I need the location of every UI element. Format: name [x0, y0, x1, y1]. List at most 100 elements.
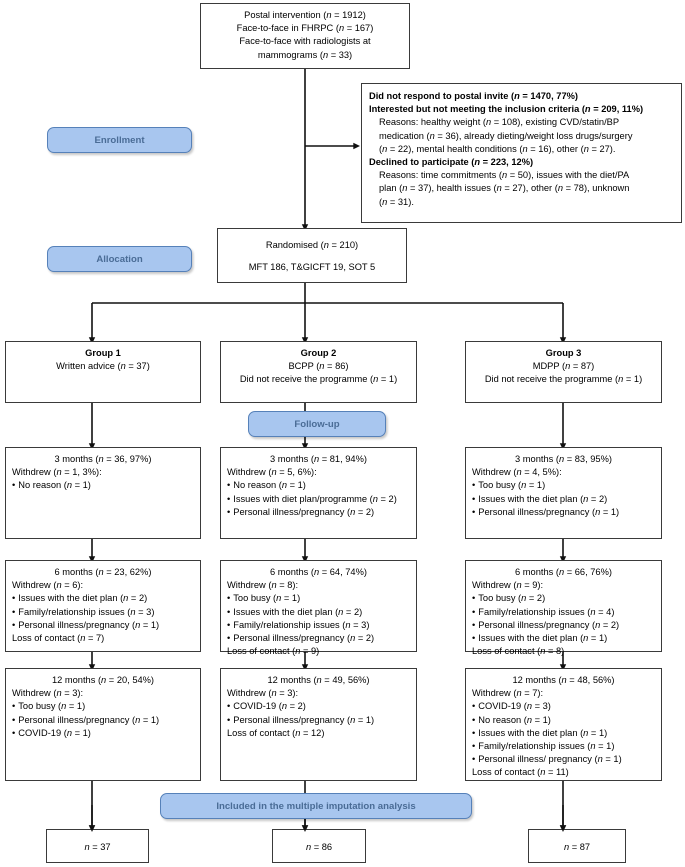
group-1-6-months-box: 6 months (n = 23, 62%) Withdrew (n = 6):…: [5, 560, 201, 652]
group-3-line-1: MDPP (n = 87): [532, 361, 595, 372]
exclusion-line-1: Did not respond to postal invite (n = 14…: [369, 91, 578, 101]
group-1-box: Group 1 Written advice (n = 37): [5, 341, 201, 403]
withdraw-reason: COVID-19 (n = 3): [472, 700, 655, 713]
recruitment-box: Postal intervention (n = 1912) Face-to-f…: [200, 3, 410, 69]
withdrew-header: Withdrew (n = 3):: [12, 688, 84, 699]
withdraw-reason: Issues with the diet plan (n = 2): [227, 606, 410, 619]
timepoint-header: 3 months (n = 36, 97%): [54, 454, 152, 464]
stage-banner-allocation-label: Allocation: [96, 253, 143, 265]
timepoint-header: 12 months (n = 49, 56%): [267, 675, 370, 685]
timepoint-header: 3 months (n = 83, 95%): [515, 454, 612, 464]
withdraw-reason: Personal illness/pregnancy (n = 2): [227, 632, 410, 645]
recruitment-line-4: mammograms (n = 33): [257, 49, 353, 60]
randomised-line-1: Randomised (n = 210): [265, 240, 359, 250]
withdraw-reason: Issues with the diet plan (n = 1): [472, 727, 655, 740]
group-1-line-1: Written advice (n = 37): [56, 361, 150, 372]
withdraw-reason: Personal illness/pregnancy (n = 2): [227, 506, 410, 519]
group-2-title: Group 2: [300, 348, 337, 358]
timepoint-header: 12 months (n = 20, 54%): [51, 675, 155, 685]
withdrew-header: Withdrew (n = 8):: [227, 580, 299, 591]
loss-of-contact: Loss of contact (n = 8): [472, 646, 565, 657]
exclusion-line-4: medication (n = 36), already dieting/wei…: [379, 130, 633, 141]
withdraw-reason: COVID-19 (n = 2): [227, 700, 410, 713]
timepoint-header: 3 months (n = 81, 94%): [270, 454, 367, 464]
withdraw-reason: Personal illness/pregnancy (n = 1): [227, 714, 410, 727]
withdraw-reason: No reason (n = 1): [12, 479, 194, 492]
withdraw-reason: Personal illness/pregnancy (n = 1): [472, 506, 655, 519]
withdrew-header: Withdrew (n = 6):: [12, 580, 84, 591]
stage-banner-enrollment-label: Enrollment: [94, 134, 145, 146]
group-2-3-months-box: 3 months (n = 81, 94%) Withdrew (n = 5, …: [220, 447, 417, 539]
withdraw-reason: Personal illness/pregnancy (n = 1): [12, 619, 194, 632]
exclusion-line-6: Declined to participate (n = 223, 12%): [369, 156, 534, 167]
withdraw-reason: Issues with the diet plan (n = 2): [472, 493, 655, 506]
final-count: n = 87: [563, 842, 591, 852]
group-2-line-2: Did not receive the programme (n = 1): [239, 374, 398, 385]
withdraw-reason: Too busy (n = 2): [472, 592, 655, 605]
withdraw-reason: Issues with the diet plan (n = 2): [12, 592, 194, 605]
timepoint-header: 6 months (n = 66, 76%): [515, 567, 612, 577]
loss-of-contact: Loss of contact (n = 7): [12, 632, 105, 643]
final-count: n = 86: [305, 842, 333, 852]
final-count: n = 37: [84, 842, 111, 852]
withdrew-header: Withdrew (n = 4, 5%):: [472, 467, 562, 478]
group-2-12-months-box: 12 months (n = 49, 56%) Withdrew (n = 3)…: [220, 668, 417, 781]
group-3-final-box: n = 87: [528, 829, 626, 863]
withdraw-reason: No reason (n = 1): [227, 479, 410, 492]
withdraw-reason: No reason (n = 1): [472, 714, 655, 727]
group-3-title: Group 3: [545, 348, 582, 358]
timepoint-header: 6 months (n = 64, 74%): [270, 567, 367, 577]
recruitment-line-2: Face-to-face in FHRPC (n = 167): [236, 23, 374, 34]
withdraw-reason: COVID-19 (n = 1): [12, 727, 194, 740]
exclusions-box: Did not respond to postal invite (n = 14…: [361, 83, 682, 223]
exclusion-line-7: Reasons: time commitments (n = 50), issu…: [379, 170, 630, 181]
withdraw-reason: Too busy (n = 1): [472, 479, 655, 492]
withdraw-reason: Family/relationship issues (n = 4): [472, 606, 655, 619]
withdraw-reason: Personal illness/ pregnancy (n = 1): [472, 753, 655, 766]
withdrew-header: Withdrew (n = 9):: [472, 580, 544, 591]
stage-banner-followup: Follow-up: [248, 411, 386, 437]
group-2-line-1: BCPP (n = 86): [288, 361, 349, 372]
timepoint-header: 12 months (n = 48, 56%): [512, 675, 615, 685]
timepoint-header: 6 months (n = 23, 62%): [54, 567, 152, 577]
withdraw-reason: Personal illness/pregnancy (n = 1): [12, 714, 194, 727]
withdrew-header: Withdrew (n = 7):: [472, 688, 544, 699]
exclusion-line-3: Reasons: healthy weight (n = 108), exist…: [379, 117, 620, 128]
withdraw-reason: Too busy (n = 1): [227, 592, 410, 605]
group-1-final-box: n = 37: [46, 829, 149, 863]
randomised-line-2: MFT 186, T&GICFT 19, SOT 5: [248, 262, 376, 273]
stage-banner-analysis: Included in the multiple imputation anal…: [160, 793, 472, 819]
loss-of-contact: Loss of contact (n = 9): [227, 646, 320, 657]
withdraw-reason: Issues with diet plan/programme (n = 2): [227, 493, 410, 506]
group-2-final-box: n = 86: [272, 829, 366, 863]
exclusion-line-5: (n = 22), mental health conditions (n = …: [379, 143, 616, 154]
group-2-box: Group 2 BCPP (n = 86) Did not receive th…: [220, 341, 417, 403]
group-2-6-months-box: 6 months (n = 64, 74%) Withdrew (n = 8):…: [220, 560, 417, 656]
withdrew-header: Withdrew (n = 3):: [227, 688, 299, 699]
exclusion-line-2: Interested but not meeting the inclusion…: [369, 104, 644, 115]
recruitment-line-1: Postal intervention (n = 1912): [244, 10, 366, 20]
group-3-6-months-box: 6 months (n = 66, 76%) Withdrew (n = 9):…: [465, 560, 662, 656]
group-1-12-months-box: 12 months (n = 20, 54%) Withdrew (n = 3)…: [5, 668, 201, 781]
group-1-3-months-box: 3 months (n = 36, 97%) Withdrew (n = 1, …: [5, 447, 201, 539]
withdraw-reason: Family/relationship issues (n = 3): [12, 606, 194, 619]
withdraw-reason: Too busy (n = 1): [12, 700, 194, 713]
withdrew-header: Withdrew (n = 1, 3%):: [12, 467, 102, 478]
withdraw-reason: Family/relationship issues (n = 1): [472, 740, 655, 753]
group-3-box: Group 3 MDPP (n = 87) Did not receive th…: [465, 341, 662, 403]
exclusion-line-9: (n = 31).: [379, 196, 414, 207]
withdraw-reason: Family/relationship issues (n = 3): [227, 619, 410, 632]
recruitment-line-3: Face-to-face with radiologists at: [239, 36, 371, 47]
exclusion-line-8: plan (n = 37), health issues (n = 27), o…: [379, 183, 630, 194]
withdraw-reason: Issues with the diet plan (n = 1): [472, 632, 655, 645]
stage-banner-allocation: Allocation: [47, 246, 192, 272]
withdraw-reason: Personal illness/pregnancy (n = 2): [472, 619, 655, 632]
stage-banner-enrollment: Enrollment: [47, 127, 192, 153]
loss-of-contact: Loss of contact (n = 12): [227, 727, 325, 738]
loss-of-contact: Loss of contact (n = 11): [472, 767, 569, 778]
group-3-3-months-box: 3 months (n = 83, 95%) Withdrew (n = 4, …: [465, 447, 662, 539]
group-1-title: Group 1: [85, 348, 121, 358]
randomised-box: Randomised (n = 210) MFT 186, T&GICFT 19…: [217, 228, 407, 283]
